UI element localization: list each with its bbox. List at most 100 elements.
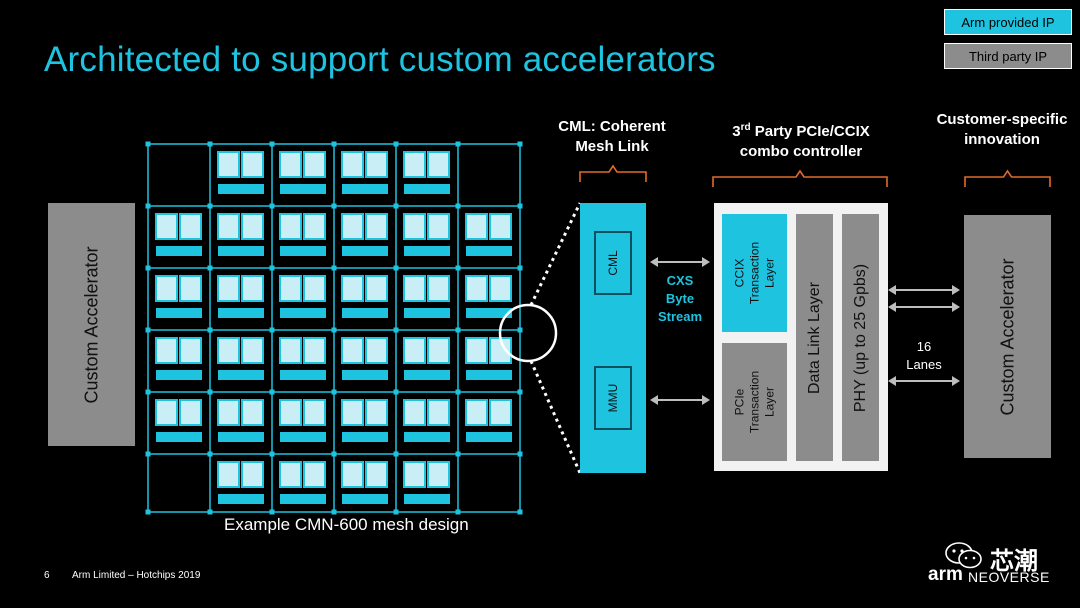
wechat-icon bbox=[944, 540, 984, 570]
phy-layer: PHY (up to 25 Gpbs) bbox=[842, 214, 879, 461]
mesh-node bbox=[331, 141, 337, 147]
neoverse-logo: NEOVERSE bbox=[968, 569, 1050, 585]
mesh-node bbox=[269, 327, 275, 333]
page-title: Architected to support custom accelerato… bbox=[44, 40, 716, 79]
mesh-tile-core bbox=[279, 399, 302, 426]
mesh-tile-core bbox=[303, 213, 326, 240]
phy-label: PHY (up to 25 Gpbs) bbox=[851, 263, 869, 412]
mesh-tile-core bbox=[303, 399, 326, 426]
mesh-tile-cache bbox=[342, 432, 388, 442]
mesh-tile-cache bbox=[404, 184, 450, 194]
lanes-count: 16 bbox=[916, 339, 932, 354]
cml-block: CML MMU bbox=[580, 203, 646, 473]
mesh-tile-cache bbox=[404, 432, 450, 442]
mesh-node bbox=[455, 327, 461, 333]
mesh-node bbox=[455, 265, 461, 271]
mesh-tile-cache bbox=[218, 308, 264, 318]
mesh-tile-core bbox=[365, 337, 388, 364]
mesh-tile-cache bbox=[280, 494, 326, 504]
mesh-tile-cache bbox=[218, 494, 264, 504]
mesh-tile-core bbox=[217, 461, 240, 488]
mesh-tile-cache bbox=[342, 184, 388, 194]
mesh-tile-core bbox=[217, 151, 240, 178]
mesh-tile-core bbox=[155, 337, 178, 364]
mesh-tile-core bbox=[217, 275, 240, 302]
mesh-tile-core bbox=[303, 337, 326, 364]
mmu-to-pcie-arrow-head-right bbox=[702, 395, 710, 405]
mesh-node bbox=[517, 451, 523, 457]
mesh-node bbox=[393, 509, 399, 515]
mesh-node bbox=[393, 327, 399, 333]
mesh-node bbox=[331, 451, 337, 457]
mesh-node bbox=[145, 265, 151, 271]
cml-sub-label: CML bbox=[606, 250, 620, 276]
mesh-tile-core bbox=[365, 399, 388, 426]
mesh-node bbox=[455, 451, 461, 457]
mesh-node bbox=[517, 141, 523, 147]
pcie-line3: Layer bbox=[762, 386, 776, 418]
mesh-tile-cache bbox=[404, 494, 450, 504]
ccix-transaction-layer: CCIX Transaction Layer bbox=[722, 214, 787, 332]
mesh-node bbox=[269, 389, 275, 395]
pcie-line1: PCIe bbox=[732, 388, 746, 416]
mesh-tile-cache bbox=[280, 370, 326, 380]
ccix-line1: CCIX bbox=[732, 258, 746, 288]
phy-lane-arrow-3-head-left bbox=[888, 376, 896, 386]
mesh-tile-cache bbox=[342, 246, 388, 256]
mesh-tile-core bbox=[341, 275, 364, 302]
mesh-tile-core bbox=[241, 461, 264, 488]
cml-bracket bbox=[579, 164, 647, 182]
mesh-tile-core bbox=[155, 399, 178, 426]
mesh-tile-cache bbox=[280, 246, 326, 256]
mesh-tile-core bbox=[365, 275, 388, 302]
mesh-tile-core bbox=[179, 399, 202, 426]
mesh-tile-cache bbox=[156, 246, 202, 256]
phy-lane-arrow-1-head-right bbox=[952, 285, 960, 295]
cml-header-line2: Mesh Link bbox=[575, 138, 649, 155]
mesh-tile-core bbox=[365, 213, 388, 240]
mesh-tile-cache bbox=[218, 184, 264, 194]
mesh-node bbox=[269, 451, 275, 457]
mesh-tile-core bbox=[365, 151, 388, 178]
customer-header: Customer-specific innovation bbox=[928, 110, 1076, 150]
mesh-node bbox=[393, 141, 399, 147]
mesh-tile-core bbox=[341, 399, 364, 426]
mesh-tile-core bbox=[403, 213, 426, 240]
mesh-tile-core bbox=[179, 275, 202, 302]
mesh-node bbox=[207, 389, 213, 395]
data-link-label: Data Link Layer bbox=[805, 281, 823, 394]
mesh-tile-core bbox=[279, 275, 302, 302]
mesh-node bbox=[455, 203, 461, 209]
mmu-to-pcie-arrow-head-left bbox=[650, 395, 658, 405]
cml-header: CML: Coherent Mesh Link bbox=[548, 117, 676, 157]
watermark-chinese: 芯潮 bbox=[990, 548, 1038, 575]
highlight-circle bbox=[498, 303, 558, 363]
mesh-tile-core bbox=[427, 151, 450, 178]
mesh-node bbox=[393, 451, 399, 457]
mesh-tile-core bbox=[217, 213, 240, 240]
mmu-sub-label: MMU bbox=[606, 383, 620, 413]
footer-page-number: 6 bbox=[44, 570, 50, 581]
mesh-tile-cache bbox=[218, 432, 264, 442]
mesh-tile-core bbox=[217, 399, 240, 426]
mesh-node bbox=[331, 327, 337, 333]
mesh-tile-core bbox=[403, 151, 426, 178]
mesh-tile-core bbox=[341, 151, 364, 178]
mesh-tile-core bbox=[303, 275, 326, 302]
mesh-tile-cache bbox=[342, 308, 388, 318]
mesh-node bbox=[331, 509, 337, 515]
mesh-tile-cache bbox=[342, 494, 388, 504]
mesh-node bbox=[455, 509, 461, 515]
mesh-tile-core bbox=[279, 461, 302, 488]
mesh-tile-core bbox=[303, 151, 326, 178]
mesh-tile-core bbox=[303, 461, 326, 488]
mesh-tile-cache bbox=[404, 370, 450, 380]
right-custom-accelerator: Custom Accelerator bbox=[964, 215, 1051, 458]
arm-logo: arm bbox=[928, 564, 963, 585]
mesh-node bbox=[207, 451, 213, 457]
mesh-tile-cache bbox=[466, 308, 512, 318]
mesh-tile-core bbox=[341, 337, 364, 364]
cml-sub-box: CML bbox=[594, 231, 632, 295]
mesh-tile-cache bbox=[218, 370, 264, 380]
